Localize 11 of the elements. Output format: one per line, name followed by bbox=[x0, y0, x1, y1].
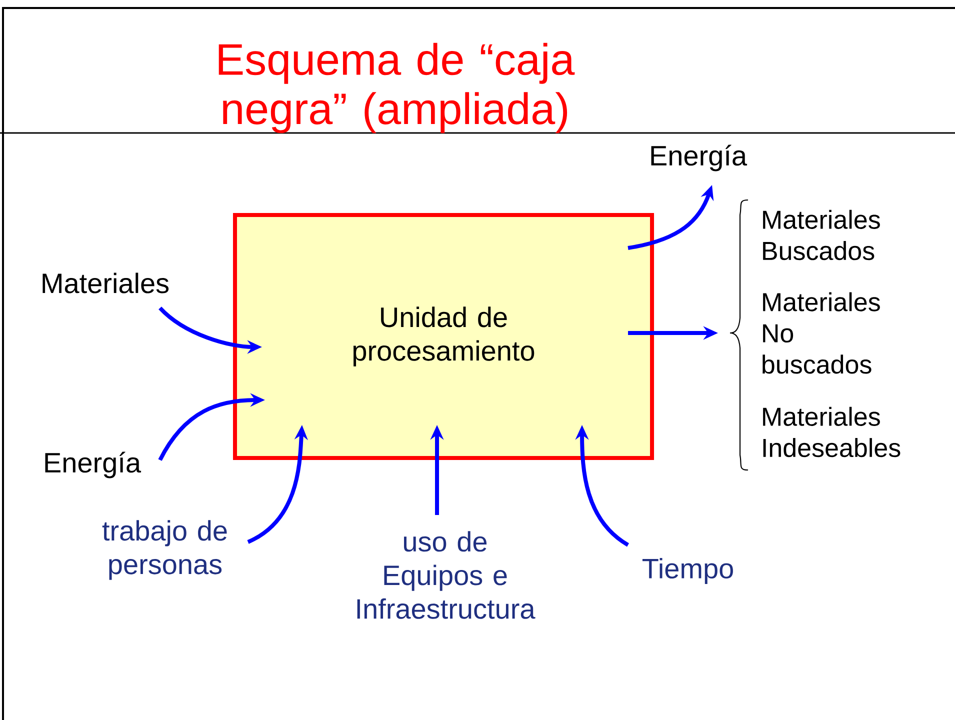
input-label: Materiales bbox=[42, 272, 169, 294]
input-label: trabajo de personas bbox=[102, 520, 227, 580]
process-box: Unidad de procesamiento bbox=[233, 213, 654, 460]
input-label: Tiempo bbox=[642, 558, 733, 584]
output-label: Materiales No buscados bbox=[762, 292, 880, 374]
output-label: Materiales Indeseables bbox=[763, 406, 900, 458]
title: Esquema de “caja negra” (ampliada) bbox=[218, 42, 575, 134]
output-label: Materiales Buscados bbox=[763, 210, 880, 260]
output-label: Energía bbox=[651, 144, 748, 172]
input-label: uso de Equipos e Infraestructura bbox=[357, 531, 536, 619]
input-label: Energía bbox=[45, 452, 142, 478]
